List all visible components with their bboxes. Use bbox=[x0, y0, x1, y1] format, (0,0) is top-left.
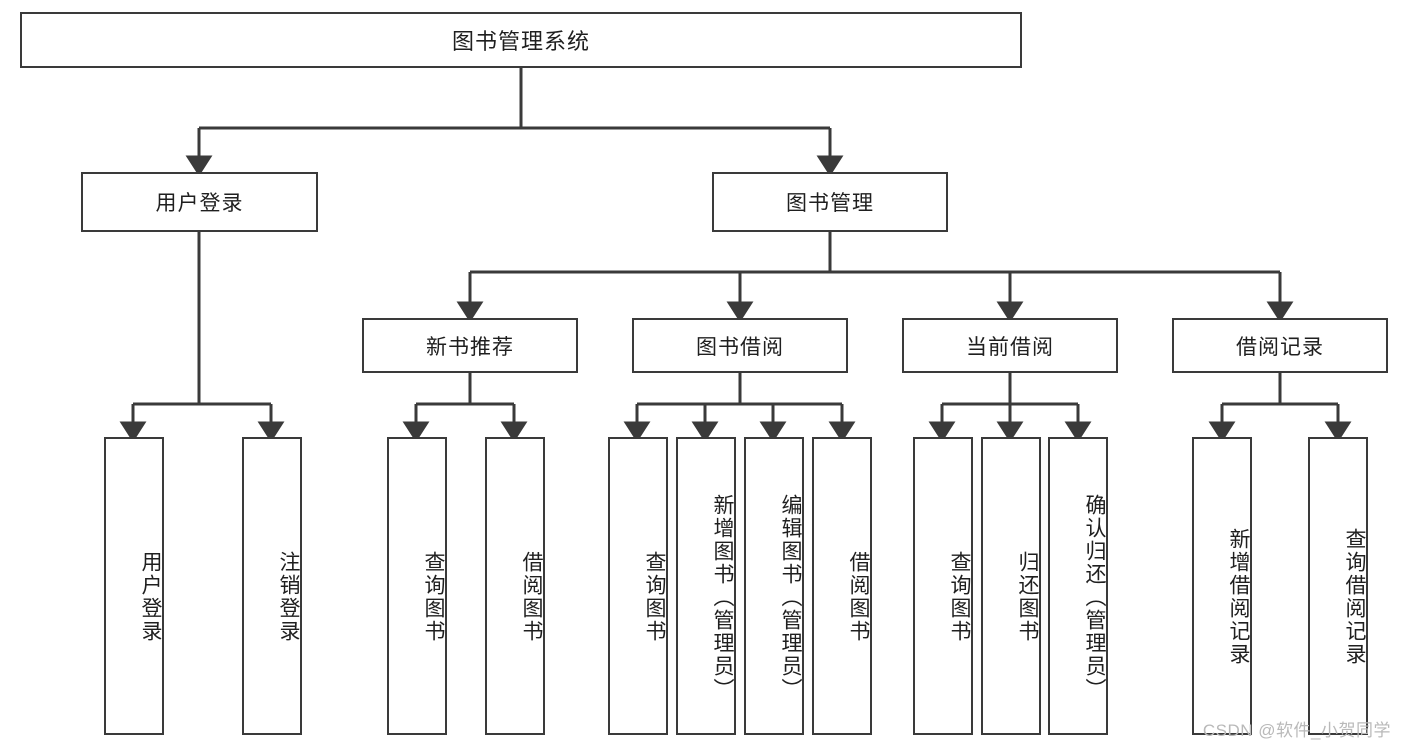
node-label: 归还图书 bbox=[1016, 551, 1039, 643]
leaf-nb-borrow-book[interactable]: 借阅图书 bbox=[485, 437, 545, 735]
leaf-br-query-record[interactable]: 查询借阅记录 bbox=[1308, 437, 1368, 735]
node-label: 新增借阅记录 bbox=[1227, 528, 1250, 666]
leaf-br-add-record[interactable]: 新增借阅记录 bbox=[1192, 437, 1252, 735]
node-book-borrow[interactable]: 图书借阅 bbox=[632, 318, 848, 373]
node-new-book-recommend[interactable]: 新书推荐 bbox=[362, 318, 578, 373]
leaf-bb-borrow-book[interactable]: 借阅图书 bbox=[812, 437, 872, 735]
node-label: 查询图书 bbox=[948, 551, 971, 643]
watermark-text: CSDN @软件_小贺同学 bbox=[1202, 721, 1391, 740]
node-label: 图书管理 bbox=[786, 192, 874, 215]
node-label: 当前借阅 bbox=[966, 335, 1054, 359]
node-user-login[interactable]: 用户登录 bbox=[81, 172, 318, 232]
node-label: 注销登录 bbox=[277, 551, 300, 643]
node-label: 查询借阅记录 bbox=[1343, 528, 1366, 666]
node-label: 借阅记录 bbox=[1236, 335, 1324, 359]
node-label: 借阅图书 bbox=[847, 551, 870, 643]
leaf-user-login[interactable]: 用户登录 bbox=[104, 437, 164, 735]
leaf-bb-edit-book-admin[interactable]: 编辑图书（管理员） bbox=[744, 437, 804, 735]
node-current-borrow[interactable]: 当前借阅 bbox=[902, 318, 1118, 373]
node-label: 用户登录 bbox=[139, 551, 162, 643]
leaf-logout[interactable]: 注销登录 bbox=[242, 437, 302, 735]
node-label: 用户登录 bbox=[155, 192, 244, 215]
node-label: 图书管理系统 bbox=[451, 29, 590, 54]
node-label: 查询图书 bbox=[643, 551, 666, 643]
node-borrow-record[interactable]: 借阅记录 bbox=[1172, 318, 1388, 373]
node-label: 借阅图书 bbox=[520, 551, 543, 643]
node-label: 新书推荐 bbox=[426, 335, 514, 359]
node-label: 图书借阅 bbox=[696, 335, 784, 359]
leaf-nb-query-book[interactable]: 查询图书 bbox=[387, 437, 447, 735]
node-label: 编辑图书（管理员） bbox=[779, 493, 802, 701]
node-book-management[interactable]: 图书管理 bbox=[712, 172, 948, 232]
leaf-cb-confirm-return-admin[interactable]: 确认归还（管理员） bbox=[1048, 437, 1108, 735]
leaf-cb-return-book[interactable]: 归还图书 bbox=[981, 437, 1041, 735]
leaf-cb-query-book[interactable]: 查询图书 bbox=[913, 437, 973, 735]
node-label: 新增图书（管理员） bbox=[711, 493, 734, 701]
node-root-system[interactable]: 图书管理系统 bbox=[20, 12, 1022, 68]
leaf-bb-query-book[interactable]: 查询图书 bbox=[608, 437, 668, 735]
leaf-bb-add-book-admin[interactable]: 新增图书（管理员） bbox=[676, 437, 736, 735]
node-label: 查询图书 bbox=[422, 551, 445, 643]
node-label: 确认归还（管理员） bbox=[1083, 493, 1106, 701]
